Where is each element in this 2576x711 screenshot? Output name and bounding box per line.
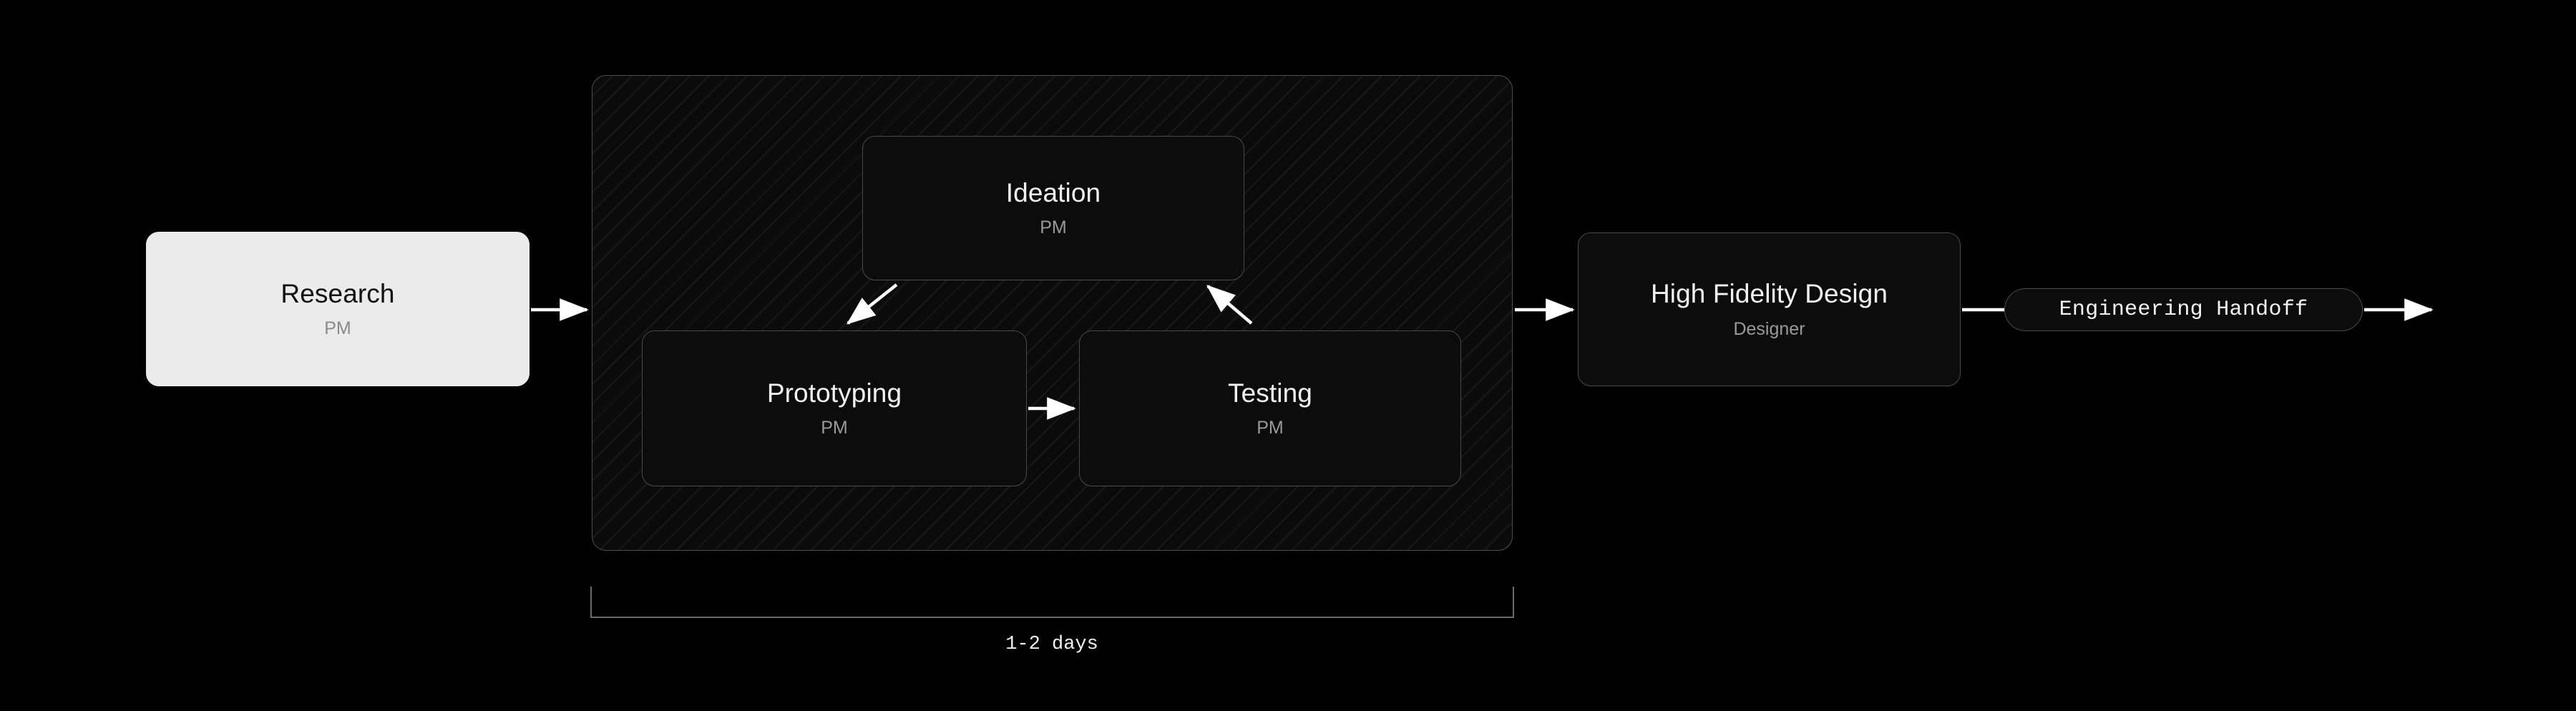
node-high-fidelity-design[interactable]: High Fidelity Design Designer <box>1578 232 1961 386</box>
node-high-fidelity-design-title: High Fidelity Design <box>1650 279 1888 309</box>
node-testing[interactable]: Testing PM <box>1079 330 1461 486</box>
node-research-subtitle: PM <box>324 318 351 339</box>
node-testing-title: Testing <box>1228 378 1312 408</box>
node-prototyping-title: Prototyping <box>766 378 902 408</box>
node-high-fidelity-design-subtitle: Designer <box>1733 318 1805 339</box>
node-ideation[interactable]: Ideation PM <box>862 136 1244 280</box>
node-prototyping-subtitle: PM <box>821 418 848 438</box>
node-research[interactable]: Research PM <box>146 232 530 386</box>
node-engineering-handoff[interactable]: Engineering Handoff <box>2004 288 2363 331</box>
duration-label: 1-2 days <box>1005 634 1098 655</box>
node-prototyping[interactable]: Prototyping PM <box>642 330 1027 486</box>
node-research-title: Research <box>280 278 395 308</box>
node-testing-subtitle: PM <box>1257 418 1284 438</box>
duration-bracket <box>590 587 1514 618</box>
node-ideation-subtitle: PM <box>1040 217 1067 238</box>
node-ideation-title: Ideation <box>1005 177 1101 207</box>
